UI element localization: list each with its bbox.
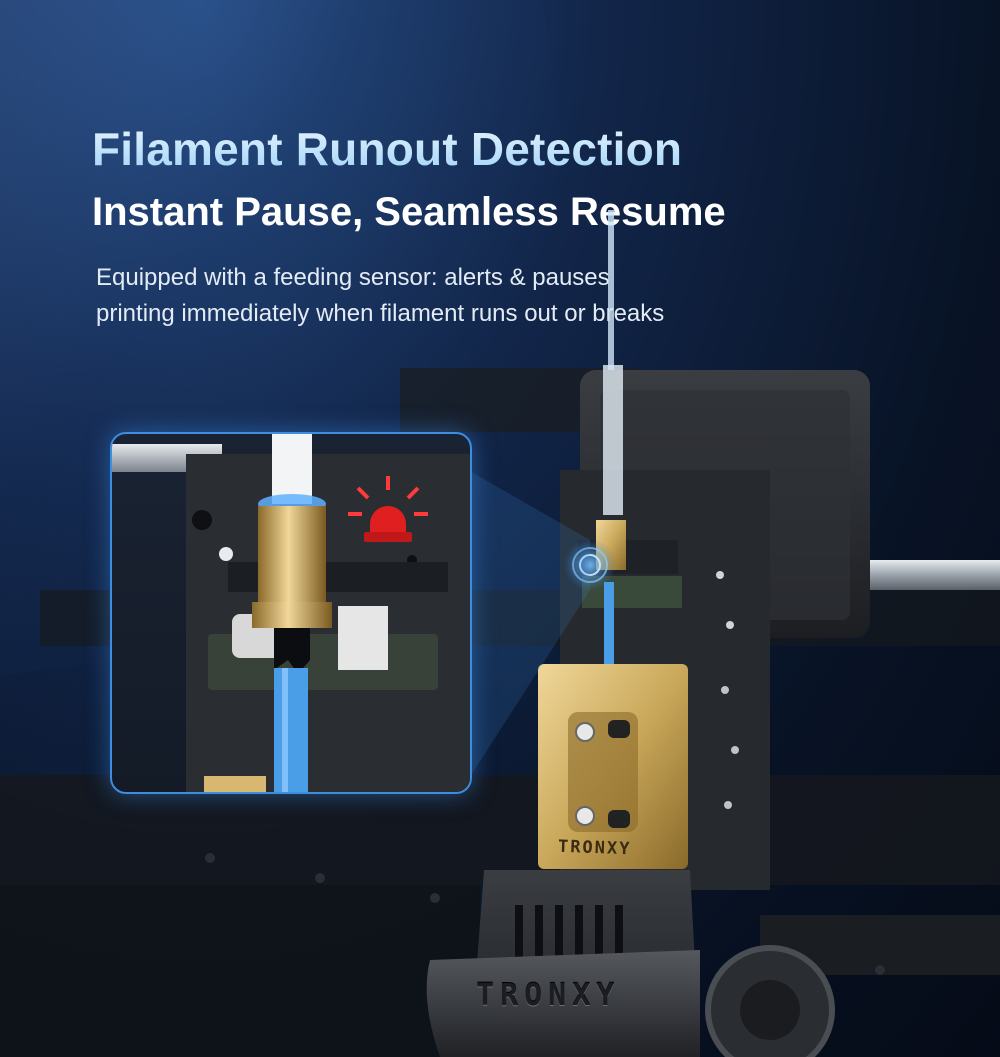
alarm-light-icon (348, 476, 428, 542)
ptfe-tube (603, 365, 623, 515)
shroud-vents (515, 905, 623, 975)
description-line: printing immediately when filament runs … (96, 300, 665, 327)
extruder-gear (575, 722, 595, 742)
closeup-brass-bottom (204, 776, 266, 792)
extruder-logo: TRONXY (557, 836, 632, 860)
sensor-closeup (110, 432, 472, 794)
sensor-closeup-illustration (112, 434, 470, 792)
closeup-hole (219, 547, 233, 561)
closeup-hole (192, 510, 212, 530)
extruder-gear (575, 806, 595, 826)
closeup-brass-fitting (258, 506, 326, 602)
closeup-switch (338, 606, 388, 670)
sensor-signal-icon (564, 539, 616, 591)
filament-top (608, 210, 614, 370)
hotend-logo: TRONXY (476, 978, 621, 1013)
fan-duct (426, 950, 700, 1057)
plate-hole (721, 686, 729, 694)
extruder-slot (608, 810, 630, 828)
rail-screw (430, 893, 440, 903)
closeup-ptfe (272, 434, 312, 504)
description-line: Equipped with a feeding sensor: alerts &… (96, 264, 610, 291)
plate-hole (731, 746, 739, 754)
subheadline: Instant Pause, Seamless Resume (92, 190, 726, 234)
plate-hole (716, 571, 724, 579)
closeup-nut (252, 602, 332, 628)
rail-screw (875, 965, 885, 975)
closeup-blue-highlight (282, 668, 288, 792)
closeup-filament-break (274, 628, 310, 674)
plate-hole (726, 621, 734, 629)
projection-beam (468, 470, 590, 780)
gantry-bar (0, 885, 480, 1057)
closeup-blue-filament (274, 668, 308, 792)
blue-filament (604, 582, 614, 682)
extruder-window (568, 712, 638, 832)
extruder-slot (608, 720, 630, 738)
description: Equipped with a feeding sensor: alerts &… (96, 260, 796, 332)
rail-screw (205, 853, 215, 863)
rail-screw (315, 873, 325, 883)
plate-hole (724, 801, 732, 809)
headline: Filament Runout Detection (92, 123, 683, 175)
